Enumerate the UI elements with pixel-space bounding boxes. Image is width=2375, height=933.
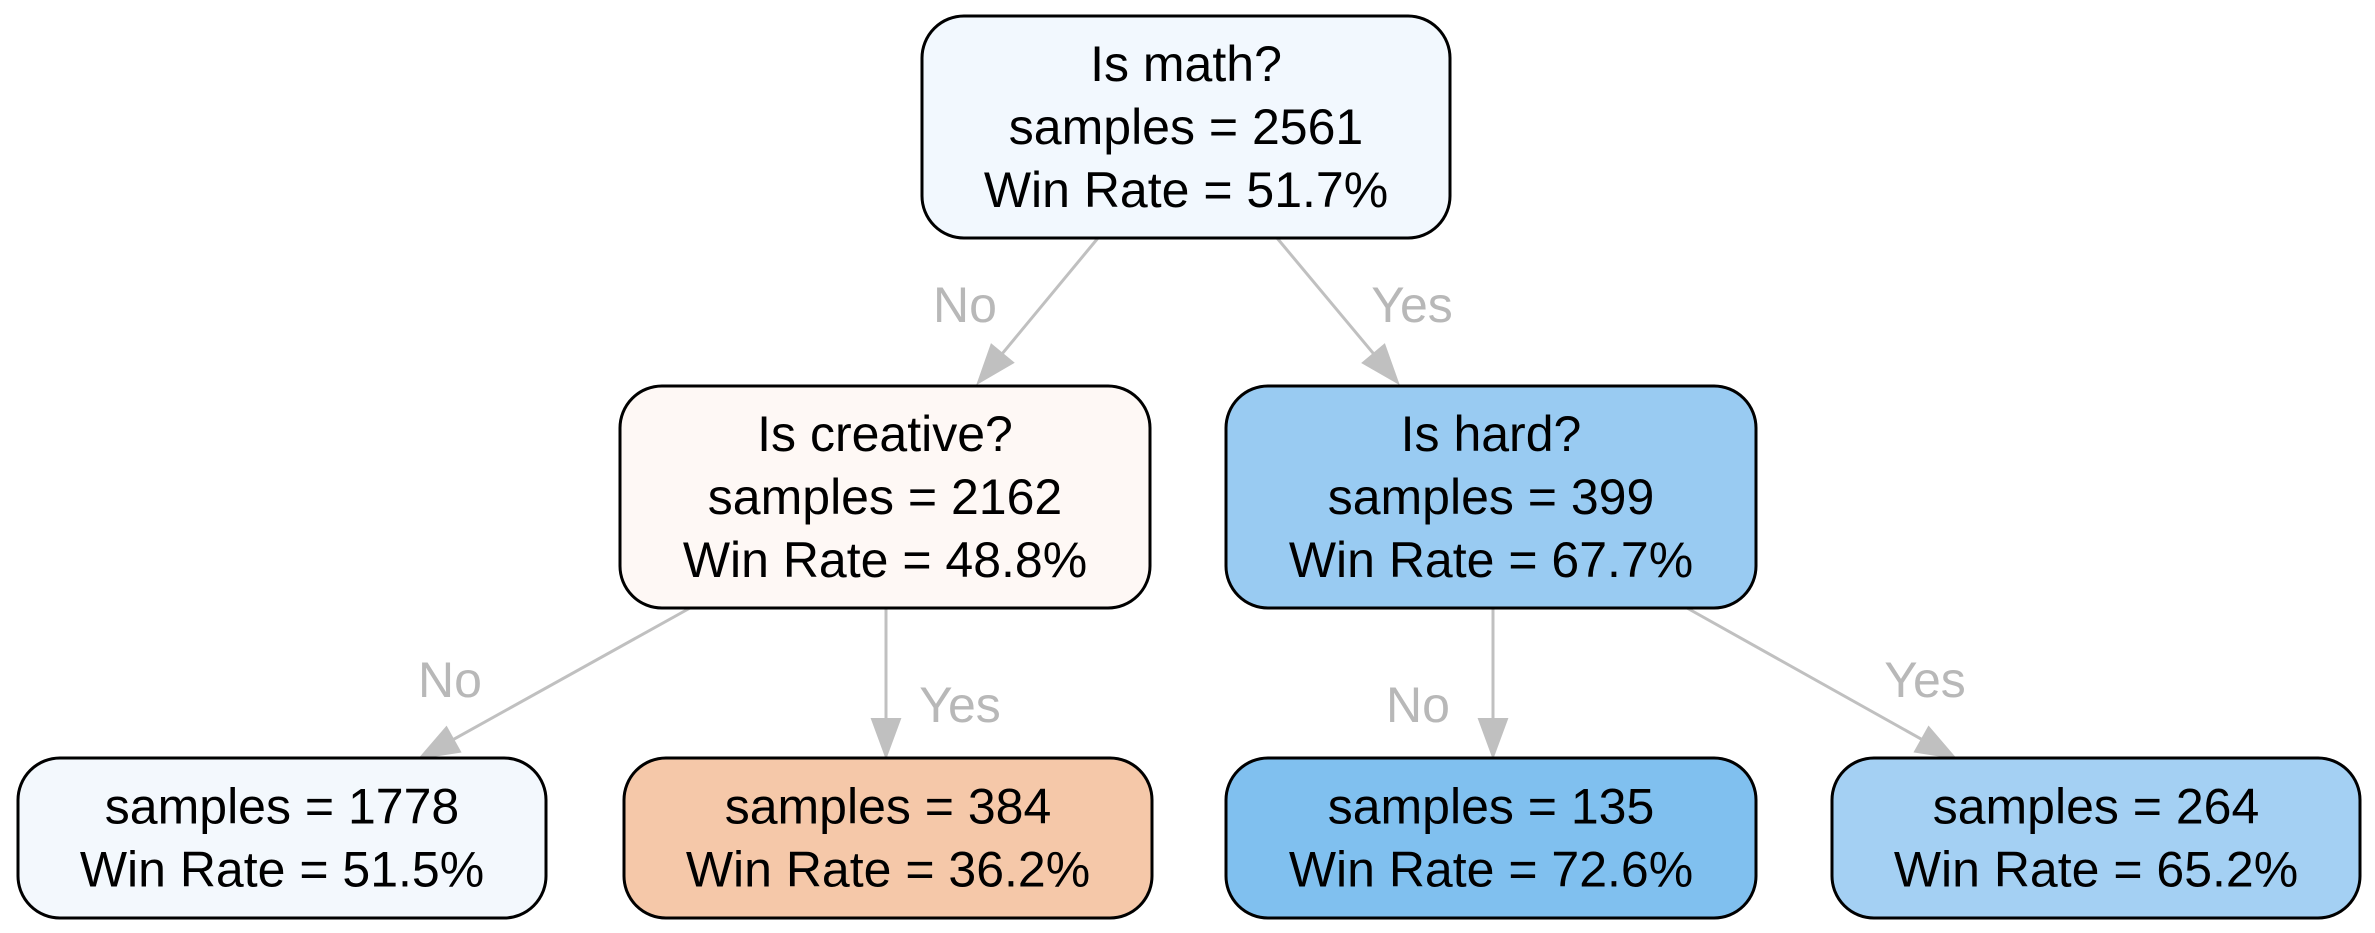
edge-line [1001, 237, 1100, 355]
arrow-head [1477, 718, 1509, 760]
arrow-head [976, 343, 1015, 386]
edge-label: No [1386, 677, 1450, 733]
edge-line [1686, 606, 1923, 741]
edge-line [1275, 237, 1375, 355]
node-stat-line: Win Rate = 51.5% [80, 842, 484, 898]
node-stat-line: Win Rate = 51.7% [984, 162, 1388, 218]
edge-root-yes: Yes [1275, 237, 1453, 386]
node-stat-line: samples = 264 [1933, 779, 2260, 835]
edge-label: Yes [1371, 277, 1453, 333]
node-question: Is hard? [1401, 406, 1582, 462]
node-box [618, 384, 1152, 610]
node-box [622, 756, 1154, 920]
node-stat-line: samples = 2162 [708, 469, 1062, 525]
edge-creative-no: No [417, 606, 691, 760]
node-box [1224, 756, 1758, 920]
arrow-head [1913, 725, 1958, 760]
node-stat-line: samples = 399 [1328, 469, 1655, 525]
node-box [920, 14, 1452, 240]
edge-root-no: No [933, 237, 1100, 386]
node-box [1224, 384, 1758, 610]
arrow-head [417, 725, 462, 760]
edge-line [452, 606, 691, 741]
node-stat-line: Win Rate = 67.7% [1289, 532, 1693, 588]
edge-hard-yes: Yes [1686, 606, 1966, 760]
edge-label: Yes [919, 677, 1001, 733]
node-stat-line: Win Rate = 48.8% [683, 532, 1087, 588]
node-box [1830, 756, 2362, 920]
node-stat-line: Win Rate = 65.2% [1894, 842, 2298, 898]
node-stat-line: samples = 1778 [105, 779, 459, 835]
node-stat-line: samples = 384 [725, 779, 1052, 835]
arrow-head [870, 718, 902, 760]
arrow-head [1361, 343, 1400, 386]
edge-label: No [418, 652, 482, 708]
node-box [16, 756, 548, 920]
edge-label: No [933, 277, 997, 333]
node-stat-line: Win Rate = 36.2% [686, 842, 1090, 898]
node-question: Is math? [1090, 36, 1282, 92]
node-question: Is creative? [757, 406, 1013, 462]
node-stat-line: samples = 135 [1328, 779, 1655, 835]
node-stat-line: Win Rate = 72.6% [1289, 842, 1693, 898]
edge-hard-no: No [1386, 608, 1509, 760]
edge-label: Yes [1884, 652, 1966, 708]
edge-creative-yes: Yes [870, 608, 1001, 760]
node-stat-line: samples = 2561 [1009, 99, 1363, 155]
